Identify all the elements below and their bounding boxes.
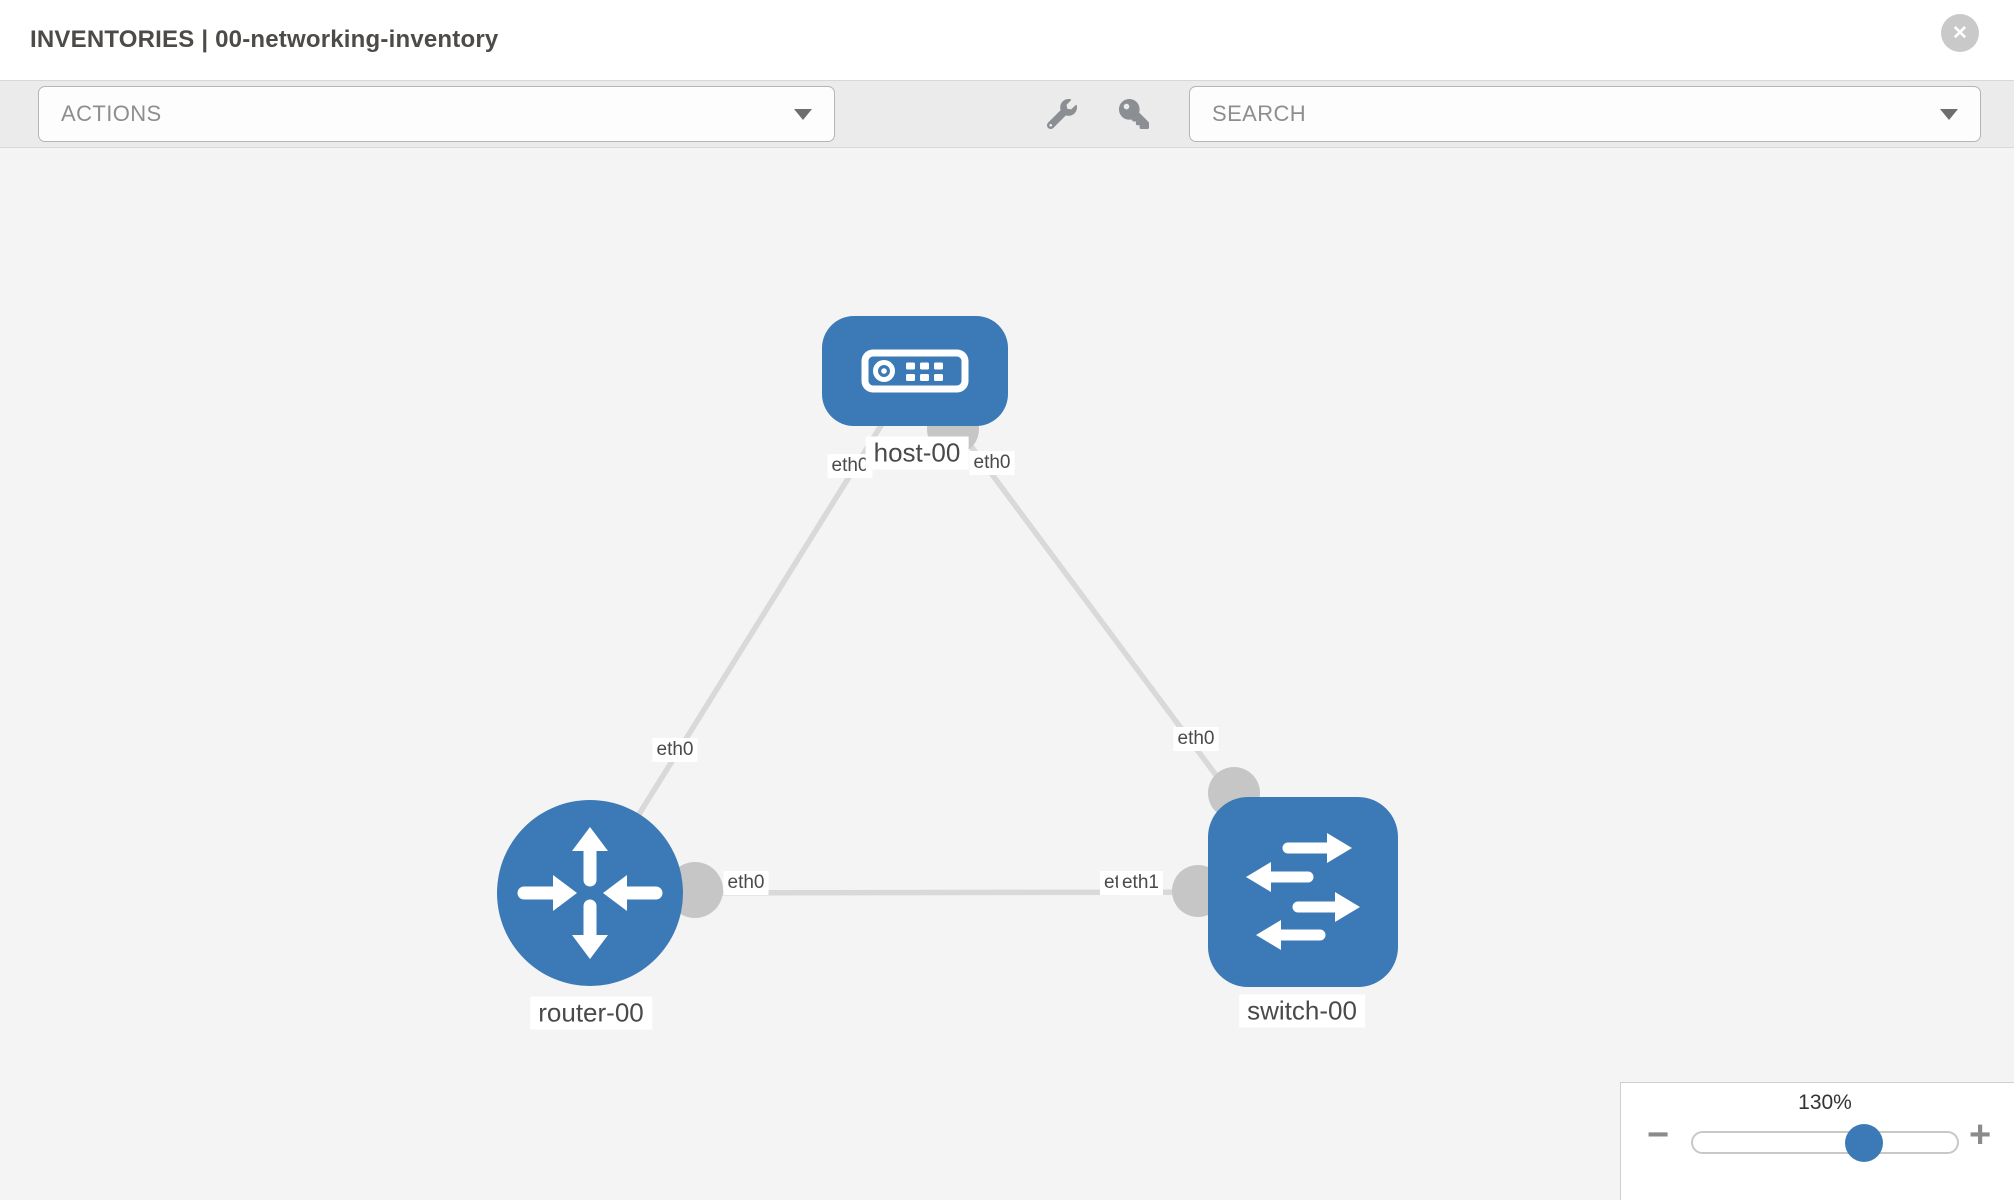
- search-dropdown-label: SEARCH: [1212, 101, 1307, 126]
- page-header: INVENTORIES | 00-networking-inventory ✕: [0, 0, 2014, 80]
- actions-dropdown-label: ACTIONS: [61, 101, 162, 126]
- iface-label-link-host-router: eth0: [652, 738, 698, 762]
- search-dropdown[interactable]: SEARCH: [1189, 86, 1981, 142]
- zoom-panel: 130% − +: [1620, 1082, 2014, 1200]
- node-label-router-00: router-00: [530, 996, 652, 1030]
- close-icon: ✕: [1952, 22, 1968, 44]
- host-icon: [861, 349, 969, 393]
- wrench-icon: [1046, 99, 1077, 130]
- topology-graph: [497, 316, 1398, 987]
- node-router-00[interactable]: [497, 800, 683, 986]
- topology-canvas[interactable]: eth0 eth0 eth0 eth0 eth0 eth0 eth1 host-…: [0, 148, 2014, 1200]
- switch-icon: [1246, 833, 1360, 950]
- key-icon: [1119, 99, 1149, 129]
- minus-icon: −: [1647, 1114, 1670, 1156]
- iface-label-link-host-switch: eth0: [1173, 727, 1219, 751]
- router-icon: [517, 827, 663, 959]
- page-title: INVENTORIES | 00-networking-inventory: [30, 26, 499, 53]
- close-button[interactable]: ✕: [1941, 14, 1979, 52]
- configure-button[interactable]: [1046, 99, 1077, 130]
- zoom-out-button[interactable]: −: [1647, 1113, 1669, 1157]
- node-switch-00[interactable]: [1208, 797, 1398, 987]
- node-label-host-00: host-00: [865, 436, 969, 470]
- iface-label-router-eth0: eth0: [723, 871, 769, 895]
- iface-label-switch-eth1: eth1: [1117, 871, 1163, 895]
- chevron-down-icon: [794, 108, 812, 120]
- toolbar: ACTIONS SEARCH: [0, 80, 2014, 148]
- zoom-slider-thumb[interactable]: [1845, 1124, 1883, 1162]
- zoom-in-button[interactable]: +: [1969, 1113, 1991, 1157]
- node-host-00[interactable]: [822, 316, 1008, 426]
- actions-dropdown[interactable]: ACTIONS: [38, 86, 835, 142]
- iface-label-host-left: eth0: [827, 454, 873, 478]
- credentials-button[interactable]: [1119, 99, 1149, 129]
- iface-label-host-right: eth0: [969, 451, 1015, 475]
- iface-label-switch-pair: eth0 eth1: [1100, 871, 1163, 895]
- plus-icon: +: [1969, 1114, 1992, 1156]
- chevron-down-icon: [1940, 108, 1958, 120]
- zoom-level-value: 130%: [1798, 1091, 1852, 1114]
- zoom-slider-track[interactable]: [1691, 1131, 1959, 1154]
- node-label-switch-00: switch-00: [1239, 994, 1365, 1028]
